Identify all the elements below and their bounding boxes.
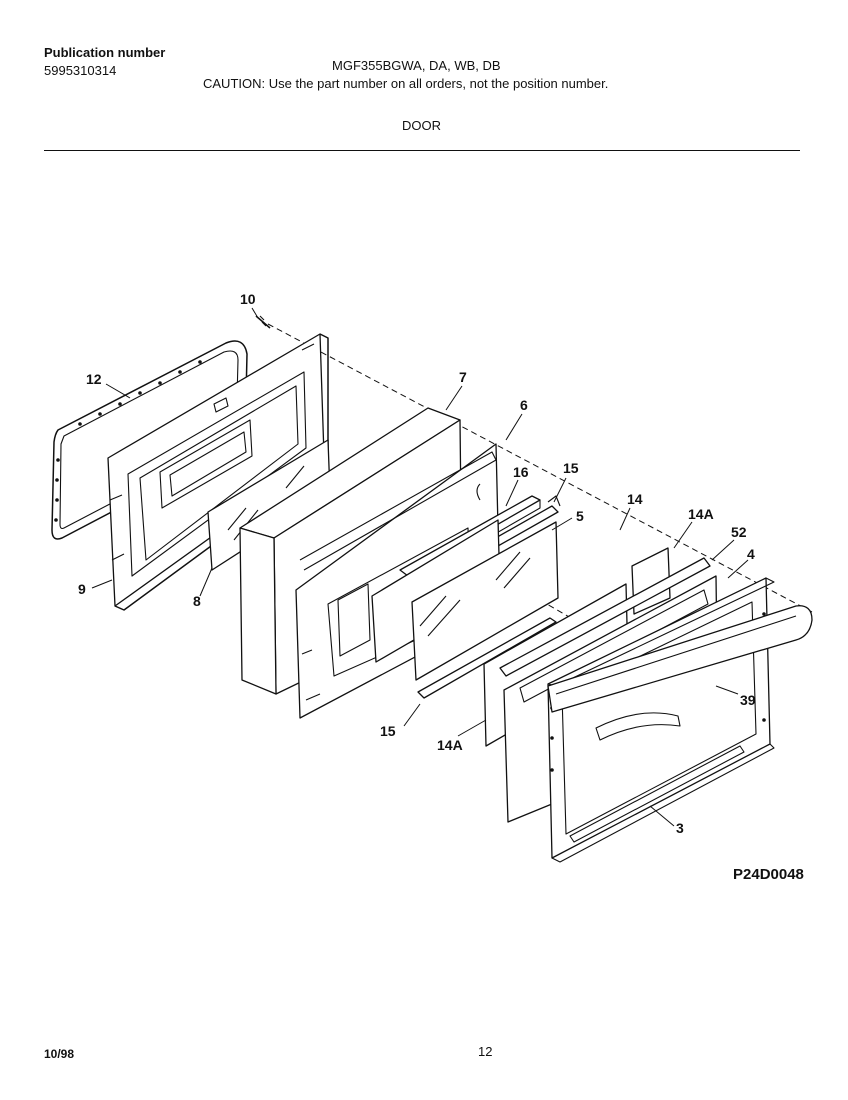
callout-label: 6 (520, 397, 528, 413)
callout-label: 15 (563, 460, 579, 476)
callout-label: 12 (86, 371, 102, 387)
caution-note: CAUTION: Use the part number on all orde… (203, 76, 609, 91)
callout-label: 4 (747, 546, 755, 562)
page-number: 12 (478, 1044, 493, 1059)
callout-label: 10 (240, 291, 256, 307)
callout-label: 8 (193, 593, 201, 609)
section-title: DOOR (402, 118, 441, 133)
callout-label: 7 (459, 369, 467, 385)
callout-label: 5 (576, 508, 584, 524)
header-rule (44, 150, 800, 151)
callout-label: 3 (676, 820, 684, 836)
leader-lines (91, 307, 749, 827)
footer-date: 10/98 (44, 1047, 75, 1061)
callout-label: 14A (437, 737, 463, 753)
callout-label: 52 (731, 524, 747, 540)
screw-part (255, 315, 271, 329)
diagram-reference-code: P24D0048 (733, 866, 804, 883)
publication-number: 5995310314 (44, 63, 117, 78)
model-number: MGF355BGWA, DA, WB, DB (332, 58, 501, 73)
alignment-line (267, 323, 813, 613)
callout-label: 39 (740, 692, 756, 708)
door-liner-part (107, 333, 329, 611)
publication-label: Publication number (44, 45, 166, 60)
callout-label: 14 (627, 491, 643, 507)
middle-glass-part (371, 519, 559, 681)
callout-label: 16 (513, 464, 529, 480)
door-handle-part (547, 605, 813, 713)
callout-label: 14A (688, 506, 714, 522)
callout-label: 15 (380, 723, 396, 739)
outer-glass-part (499, 547, 711, 677)
lower-glass-channel-part (417, 617, 557, 699)
callout-label: 9 (78, 581, 86, 597)
